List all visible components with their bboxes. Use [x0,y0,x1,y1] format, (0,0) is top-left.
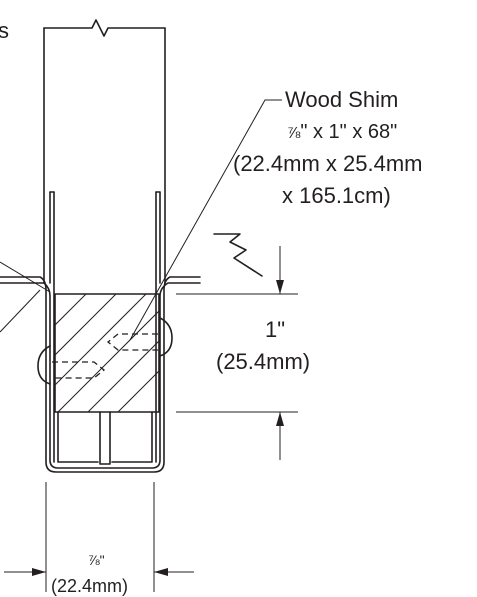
fastener-left-dashed [52,361,106,379]
dim-arrow-left-head [32,568,46,576]
wood-shim-title: Wood Shim [285,87,398,112]
break-symbol-right [213,233,263,277]
wood-shim-leader [129,99,282,341]
break-line-top [43,19,166,37]
partial-label: s [0,18,9,43]
clip-left [37,345,51,385]
dim-width-imperial: ⅞" [88,552,105,568]
wood-shim-fraction: ⅞ [287,125,301,142]
dim-arrow-bottom-head [276,412,284,426]
wood-shim-block [54,293,160,413]
wood-shim-hatch [55,294,159,412]
leader-left-1 [0,261,51,293]
wood-shim-size-rest: " x 1" x 68" [300,121,397,143]
dim-height-metric: (25.4mm) [216,349,310,374]
wood-shim-size-metric-2: x 165.1cm) [282,183,391,208]
wood-shim-size-imperial: ⅞" x 1" x 68" [287,121,397,143]
clip-right [159,317,173,357]
dim-arrow-top-head [276,280,284,294]
track-center-fold [99,411,111,465]
wood-shim-size-metric-1: (22.4mm x 25.4mm [233,151,423,176]
leader-left-2 [0,289,41,333]
track-bottom-inner [57,411,153,463]
fastener-right-dashed [106,333,158,351]
dim-width-metric: (22.4mm) [51,576,128,596]
dim-arrow-right-head [154,568,168,576]
track-inner-profile [0,276,201,473]
dim-height-imperial: 1" [265,317,285,342]
